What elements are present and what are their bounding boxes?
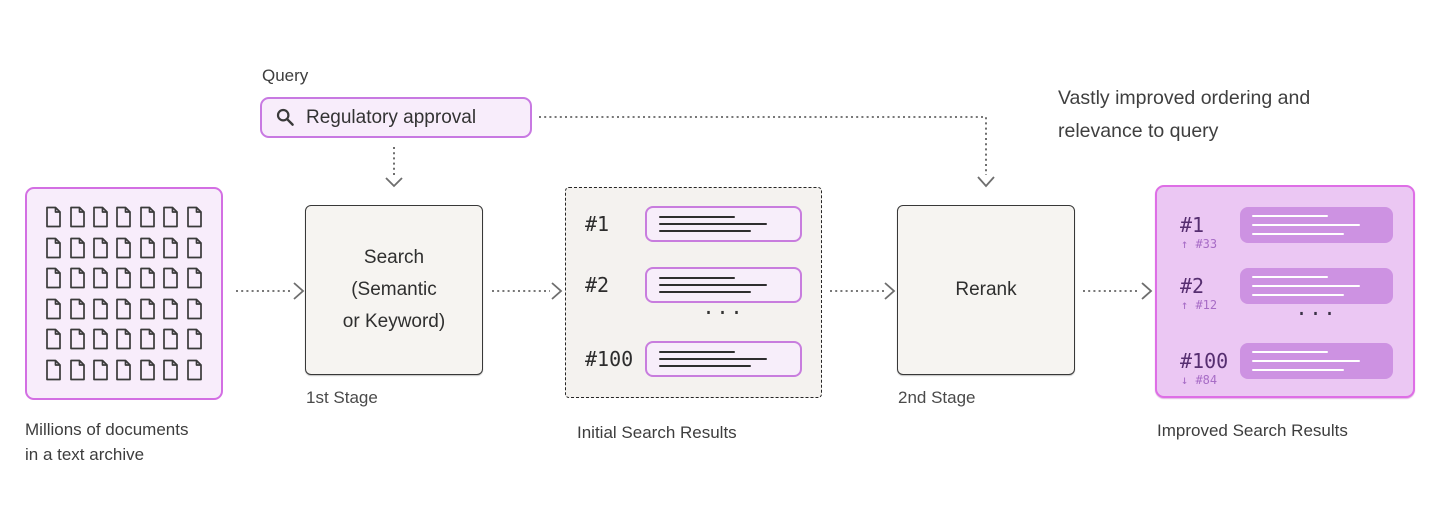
document-archive-box [25, 187, 223, 400]
document-icon [186, 359, 202, 381]
document-icon [186, 298, 202, 320]
document-icon [186, 328, 202, 350]
document-icon [140, 359, 155, 381]
query-label: Query [262, 66, 309, 85]
stage1-label: 1st Stage [306, 388, 378, 407]
document-icon [163, 328, 179, 350]
archive-caption: Millions of documents in a text archive [25, 420, 189, 464]
result-row: #1 ↑ #33 [1180, 207, 1393, 251]
document-icon [163, 206, 179, 228]
document-icon [186, 206, 202, 228]
result-row: #100 [585, 341, 802, 377]
rank-movement: ↑ #33 [1181, 237, 1218, 251]
result-rank: #2 [1180, 274, 1205, 298]
arrow-initial-results-to-rerank [830, 282, 896, 300]
document-icon [140, 267, 155, 289]
document-icon [46, 206, 62, 228]
document-icon [69, 328, 85, 350]
document-icon [186, 267, 202, 289]
result-rank: #1 [585, 212, 610, 236]
improvement-note: Vastly improved ordering and relevance t… [1058, 87, 1311, 142]
document-icon [93, 237, 108, 259]
document-icon [163, 359, 179, 381]
arrow-query-to-search [385, 147, 403, 188]
result-card [645, 267, 802, 303]
document-icon [46, 298, 62, 320]
results-ellipsis: ... [702, 295, 745, 319]
document-icon [163, 298, 179, 320]
query-value: Regulatory approval [306, 106, 477, 128]
document-icon [116, 328, 132, 350]
stage2-label: 2nd Stage [898, 388, 976, 407]
document-icon [46, 328, 62, 350]
document-grid [27, 189, 221, 398]
rank-movement: ↑ #12 [1181, 298, 1218, 312]
document-icon [46, 267, 62, 289]
document-icon [69, 237, 85, 259]
document-icon [69, 206, 85, 228]
arrow-archive-to-search [236, 282, 305, 300]
result-card [1240, 268, 1393, 304]
document-icon [46, 359, 62, 381]
document-icon [46, 237, 62, 259]
arrow-rerank-to-improved-results [1083, 282, 1153, 300]
document-icon [93, 206, 108, 228]
document-icon [140, 237, 155, 259]
arrow-query-to-rerank [539, 116, 995, 188]
search-icon [276, 108, 294, 126]
result-row: #2 ↑ #12 [1180, 268, 1393, 312]
result-row: #100 ↓ #84 [1180, 343, 1393, 387]
document-icon [116, 206, 132, 228]
document-icon [69, 359, 85, 381]
initial-results-box: #1 #2 ... #100 [565, 187, 822, 398]
rerank-stage-title: Rerank [955, 279, 1017, 300]
document-icon [116, 298, 132, 320]
result-rank: #100 [585, 347, 634, 371]
document-icon [116, 237, 132, 259]
result-card [645, 341, 802, 377]
document-icon [69, 267, 85, 289]
rerank-stage-box: Rerank [897, 205, 1075, 375]
result-card [645, 206, 802, 242]
document-icon [140, 298, 155, 320]
document-icon [93, 359, 108, 381]
initial-results-caption: Initial Search Results [577, 423, 737, 442]
result-rank: #100 [1180, 349, 1229, 373]
document-icon [186, 237, 202, 259]
improved-results-caption: Improved Search Results [1157, 421, 1348, 440]
result-card [1240, 207, 1393, 243]
arrow-search-to-initial-results [492, 282, 563, 300]
document-icon [116, 267, 132, 289]
results-ellipsis: ... [1295, 296, 1338, 320]
result-rank: #2 [585, 273, 610, 297]
document-icon [93, 328, 108, 350]
document-icon [163, 267, 179, 289]
search-stage-title: Search (Semantic or Keyword) [342, 247, 446, 332]
improved-results-box: #1 ↑ #33 #2 ↑ #12 ... #100 ↓ #84 [1155, 185, 1415, 398]
document-icon [140, 328, 155, 350]
document-icon [93, 267, 108, 289]
query-input[interactable]: Regulatory approval [260, 97, 532, 138]
document-icon [163, 237, 179, 259]
document-icon [69, 298, 85, 320]
document-icon [93, 298, 108, 320]
search-stage-box: Search (Semantic or Keyword) [305, 205, 483, 375]
result-row: #2 [585, 267, 802, 303]
document-icon [140, 206, 155, 228]
result-row: #1 [585, 206, 802, 242]
result-card [1240, 343, 1393, 379]
result-rank: #1 [1180, 213, 1205, 237]
document-icon [116, 359, 132, 381]
rank-movement: ↓ #84 [1181, 373, 1218, 387]
